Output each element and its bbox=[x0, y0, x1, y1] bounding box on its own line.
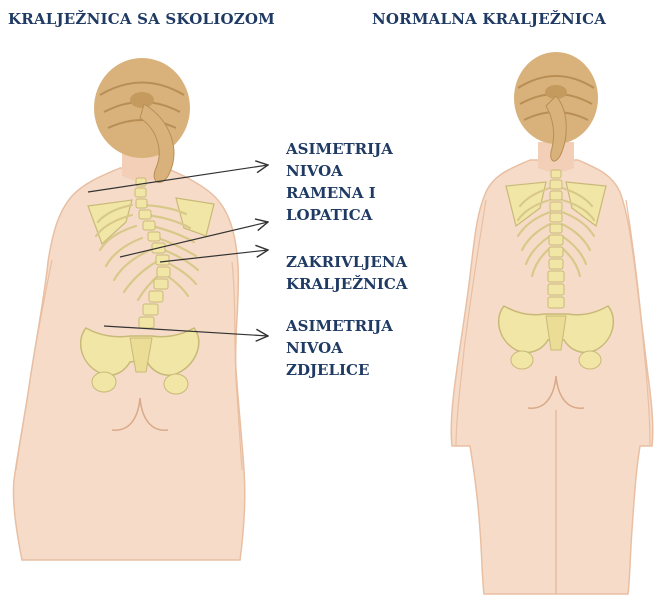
hip-socket-right bbox=[579, 351, 601, 369]
hip-socket-left bbox=[511, 351, 533, 369]
hip-socket-right bbox=[164, 374, 188, 394]
figure-normal bbox=[451, 52, 653, 594]
figure-scoliosis bbox=[13, 58, 244, 560]
hip-socket-left bbox=[92, 372, 116, 392]
hair-bun bbox=[130, 92, 154, 108]
